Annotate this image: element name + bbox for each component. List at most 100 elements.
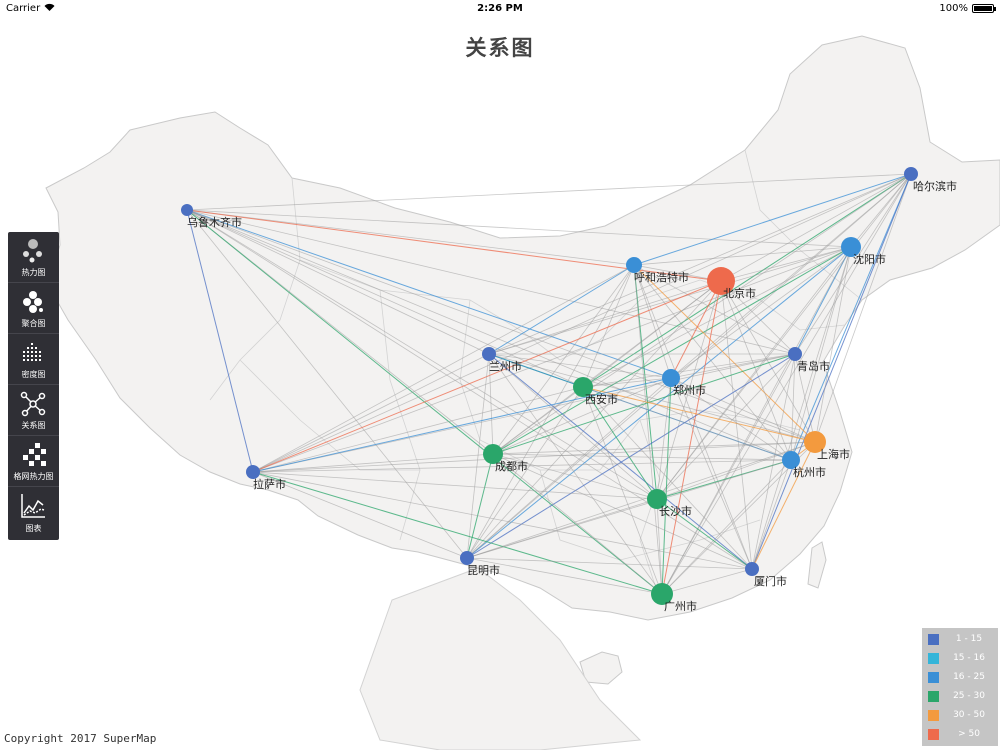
city-node[interactable]	[460, 551, 474, 565]
relation-line	[656, 353, 796, 500]
relation-line	[720, 246, 852, 282]
city-node[interactable]	[647, 489, 667, 509]
relation-line	[252, 353, 796, 473]
city-label: 郑州市	[673, 383, 706, 397]
relation-line	[661, 246, 852, 595]
city-labels: 乌鲁木齐市哈尔滨市沈阳市呼和浩特市北京市兰州市青岛市西安市郑州市上海市成都市杭州…	[187, 179, 957, 613]
relation-line	[670, 353, 796, 379]
relation-line	[582, 377, 672, 388]
relation-line	[794, 173, 912, 355]
relation-line	[656, 498, 663, 595]
city-node[interactable]	[662, 369, 680, 387]
legend-label: 25 - 30	[953, 691, 985, 701]
city-node[interactable]	[841, 237, 861, 257]
tool-label: 图表	[25, 524, 42, 533]
legend-item: 16 - 25	[922, 668, 998, 687]
city-node[interactable]	[482, 347, 496, 361]
city-label: 昆明市	[467, 563, 500, 577]
legend-label: > 50	[958, 729, 980, 739]
city-node[interactable]	[804, 431, 826, 453]
heatmap-icon	[23, 239, 42, 263]
chart-icon	[21, 494, 45, 518]
relation-line	[661, 173, 912, 595]
city-node[interactable]	[904, 167, 918, 181]
relation-line	[661, 353, 796, 595]
relation-line	[252, 280, 722, 473]
relation-line	[186, 209, 490, 355]
relation-line	[252, 246, 852, 473]
relation-line	[661, 568, 753, 595]
status-right: 100%	[939, 3, 996, 14]
relation-line	[670, 377, 792, 461]
city-node[interactable]	[573, 377, 593, 397]
relation-line	[488, 353, 658, 500]
relation-line	[252, 459, 792, 473]
relation-line	[633, 264, 816, 443]
relation-line	[582, 353, 796, 388]
relation-line	[466, 377, 672, 559]
relation-line	[492, 353, 796, 455]
tool-density[interactable]: 密度图	[8, 334, 59, 385]
relation-line	[492, 441, 816, 455]
city-node[interactable]	[745, 562, 759, 576]
city-node[interactable]	[246, 465, 260, 479]
relation-line	[186, 209, 468, 559]
tool-heatmap[interactable]: 热力图	[8, 232, 59, 283]
city-node[interactable]	[626, 257, 642, 273]
neighbor-land	[359, 567, 642, 750]
status-bar: Carrier 2:26 PM 100%	[0, 0, 1000, 18]
relation-line	[252, 471, 468, 559]
relation-line	[492, 453, 658, 500]
relation-line	[790, 353, 796, 461]
city-node[interactable]	[707, 267, 735, 295]
tool-chart[interactable]: 图表	[8, 487, 59, 538]
relation-line	[492, 377, 672, 455]
city-label: 拉萨市	[253, 477, 286, 491]
legend-swatch	[928, 634, 939, 645]
relation-line	[186, 209, 792, 461]
relation-line	[466, 459, 792, 559]
relation-line	[492, 246, 852, 455]
relation-line	[466, 453, 494, 559]
city-label: 北京市	[723, 286, 756, 300]
relation-line	[633, 264, 792, 461]
city-node[interactable]	[181, 204, 193, 216]
legend: 1 - 15 15 - 16 16 - 25 25 - 30 30 - 50 >…	[922, 628, 998, 746]
city-node[interactable]	[782, 451, 800, 469]
relation-line	[661, 377, 672, 595]
city-node[interactable]	[788, 347, 802, 361]
relation-line	[488, 280, 722, 355]
relation-line	[252, 377, 672, 473]
city-label: 广州市	[664, 599, 697, 613]
relation-line	[720, 280, 816, 443]
battery-icon	[972, 4, 996, 13]
city-label: 上海市	[817, 447, 850, 461]
relation-line	[582, 386, 792, 461]
china-land	[45, 35, 1000, 621]
tool-label: 关系图	[21, 421, 46, 430]
relation-line	[670, 377, 816, 443]
relation-line	[814, 173, 912, 443]
map-toolbar: 热力图 聚合图 密度图 关系图 格	[8, 232, 59, 540]
city-node[interactable]	[651, 583, 673, 605]
tool-relation[interactable]: 关系图	[8, 385, 59, 436]
relation-line	[186, 209, 254, 473]
tool-cluster[interactable]: 聚合图	[8, 283, 59, 334]
relation-line	[466, 498, 658, 559]
relation-line	[252, 471, 658, 500]
legend-item: 1 - 15	[922, 630, 998, 649]
city-nodes[interactable]	[181, 167, 918, 605]
tool-label: 密度图	[21, 370, 46, 379]
city-label: 乌鲁木齐市	[187, 215, 242, 229]
copyright-text: Copyright 2017 SuperMap	[4, 732, 157, 745]
relation-line	[186, 209, 672, 379]
legend-swatch	[928, 691, 939, 702]
city-label: 杭州市	[793, 465, 826, 479]
relation-line	[751, 246, 852, 570]
tool-grid-heatmap[interactable]: 格网热力图	[8, 436, 59, 487]
city-node[interactable]	[483, 444, 503, 464]
land-layer	[45, 35, 1000, 750]
city-label: 兰州市	[489, 359, 522, 373]
taiwan-island	[807, 541, 827, 589]
